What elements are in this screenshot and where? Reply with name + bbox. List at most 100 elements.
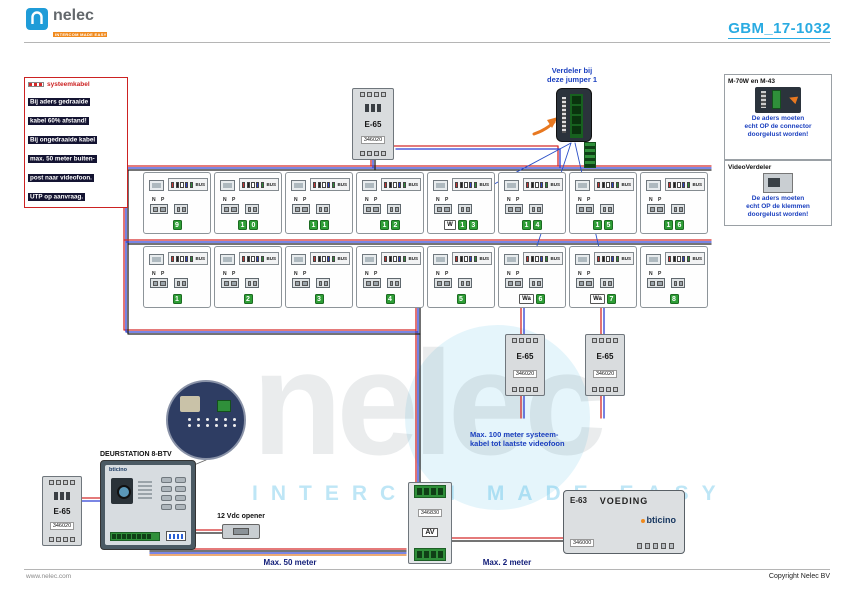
pin-strip <box>562 97 566 133</box>
unit-number-badges: 1 <box>144 294 210 304</box>
module-name: E-63 <box>570 496 587 505</box>
system-cable-note: systeemkabel Bij aders gedraaide kabel 6… <box>24 77 128 208</box>
np-terminal-block <box>363 204 381 214</box>
aux-terminal-block <box>529 204 543 214</box>
bus-terminal-block: BUS <box>452 178 492 191</box>
jumper-detail-inset <box>556 88 592 142</box>
aux-terminal-block <box>316 204 330 214</box>
bus-label: BUS <box>195 182 206 187</box>
jumper-connector <box>584 142 596 168</box>
unit-number-badges: 9 <box>144 220 210 230</box>
unit-number-badges: 5 <box>428 294 494 304</box>
videophone-screen <box>646 180 661 191</box>
videophone-screen <box>433 180 448 191</box>
bus-terminal-block: BUS <box>381 252 421 265</box>
unit-number-digit: 4 <box>533 220 542 230</box>
bus-label: BUS <box>692 182 703 187</box>
watermark-circle <box>405 325 590 510</box>
np-label: N P <box>649 271 664 277</box>
np-terminal-block <box>221 278 239 288</box>
np-label: N P <box>294 197 309 203</box>
unit-number-digit: 6 <box>535 294 545 304</box>
bus-terminal-block: BUS <box>381 178 421 191</box>
unit-number-badges: 2 <box>215 294 281 304</box>
aux-terminal-block <box>387 278 401 288</box>
unit-number-digit: 5 <box>456 294 466 304</box>
aux-terminal-block <box>529 278 543 288</box>
unit-number-digit: 0 <box>249 220 258 230</box>
np-label: N P <box>436 197 451 203</box>
np-label: N P <box>223 271 238 277</box>
document-id: GBM_17-1032 <box>728 20 831 39</box>
aux-terminal-block <box>245 278 259 288</box>
unit-number-digit: 1 <box>593 220 602 230</box>
call-buttons <box>161 477 186 510</box>
info-box-title: M-70W en M-43 <box>728 78 775 85</box>
warning-text: De aders moeten echt OP de connector doo… <box>744 115 812 139</box>
module-code: 346020 <box>49 522 75 531</box>
videophone-screen <box>291 180 306 191</box>
aux-terminal-block <box>458 278 472 288</box>
bus-terminal-block: BUS <box>310 178 350 191</box>
np-terminal-block <box>292 278 310 288</box>
dip-switch <box>166 531 186 541</box>
orange-arrow <box>532 117 558 136</box>
module-code: 346000 <box>570 539 595 547</box>
watermark-word: nelec <box>252 321 606 486</box>
videophone-screen <box>646 254 661 265</box>
unit-number-digit: 5 <box>604 220 613 230</box>
module-name: E-65 <box>596 352 614 361</box>
unit-number-digit: 2 <box>391 220 400 230</box>
e65-module-mid-left: E-65 346020 <box>505 334 545 396</box>
bus-terminal-block: BUS <box>168 252 208 265</box>
videophone-screen <box>575 254 590 265</box>
np-terminal-block <box>150 278 168 288</box>
unit-number-digit: 7 <box>606 294 616 304</box>
aux-terminal-block <box>671 204 685 214</box>
distributor-badge: W <box>444 220 456 230</box>
aux-terminal-block <box>600 204 614 214</box>
max50-label: Max. 50 meter <box>263 558 317 567</box>
np-label: N P <box>152 271 167 277</box>
bus-terminal-block: BUS <box>665 178 705 191</box>
max100-annotation: Max. 100 meter systeem- kabel tot laatst… <box>470 430 565 449</box>
np-label: N P <box>365 271 380 277</box>
warning-text: De aders moeten echt OP de klemmen doorg… <box>746 195 810 219</box>
np-terminal-block <box>647 204 665 214</box>
module-title: VOEDING <box>599 496 649 506</box>
bus-terminal-block: BUS <box>239 252 279 265</box>
bus-terminal-block: BUS <box>310 252 350 265</box>
bus-terminal-block: BUS <box>523 178 563 191</box>
unit-number-digit: 1 <box>522 220 531 230</box>
terminals <box>360 151 386 156</box>
note-text: Bij aders gedraaide kabel 60% afstand! B… <box>28 97 98 201</box>
bus-terminal-block: BUS <box>452 252 492 265</box>
np-label: N P <box>365 197 380 203</box>
module-code: 346830 <box>417 509 443 517</box>
np-terminal-block <box>150 204 168 214</box>
opener-label: 12 Vdc opener <box>217 513 265 520</box>
bus-label: BUS <box>550 182 561 187</box>
bus-terminal-block: BUS <box>594 178 634 191</box>
unit-number-digit: 4 <box>385 294 395 304</box>
footer-site: www.nelec.com <box>26 573 72 580</box>
brand-name: nelec <box>53 7 94 24</box>
cable-icon <box>28 82 44 87</box>
videophone-screen <box>433 254 448 265</box>
bus-terminal-block: BUS <box>665 252 705 265</box>
bus-terminal-block: BUS <box>239 178 279 191</box>
orange-arrow-icon <box>787 93 799 105</box>
aux-terminal-block <box>600 278 614 288</box>
np-label: N P <box>507 197 522 203</box>
np-terminal-block <box>576 278 594 288</box>
door-station: bticino <box>100 460 196 550</box>
videophone-screen <box>575 180 590 191</box>
